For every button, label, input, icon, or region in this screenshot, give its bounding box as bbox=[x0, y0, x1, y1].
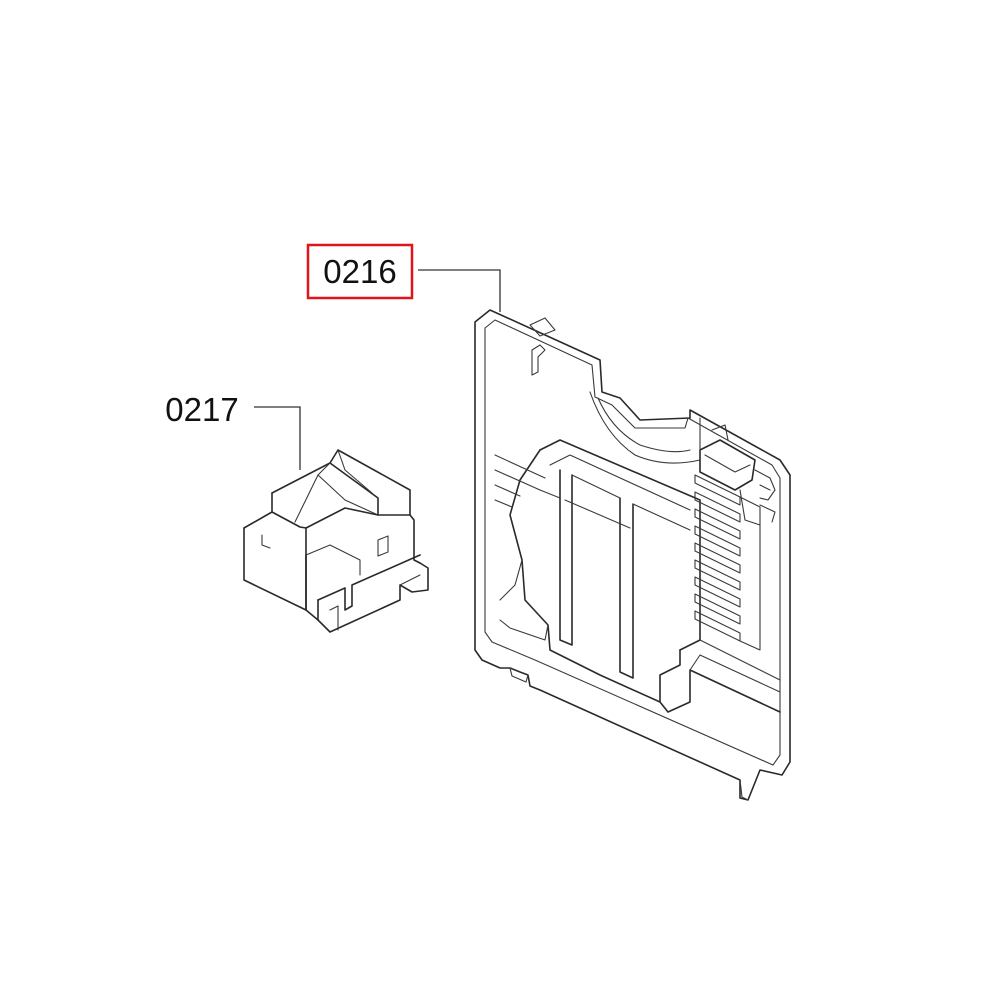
callout-0216-leader-line bbox=[418, 269, 501, 312]
callout-0216-label: 0216 bbox=[323, 253, 396, 290]
part-0216-drawing bbox=[474, 309, 791, 801]
callout-0216-highlight-box bbox=[306, 243, 414, 300]
callout-0216[interactable]: 0216 bbox=[306, 243, 501, 312]
callout-0217-label: 0217 bbox=[165, 391, 238, 428]
callout-0217-leader-line bbox=[254, 406, 301, 470]
part-0217-drawing bbox=[243, 449, 429, 633]
latch-mechanism bbox=[699, 417, 776, 526]
vent-slats bbox=[694, 474, 761, 651]
callout-0217[interactable]: 0217 bbox=[165, 391, 301, 470]
